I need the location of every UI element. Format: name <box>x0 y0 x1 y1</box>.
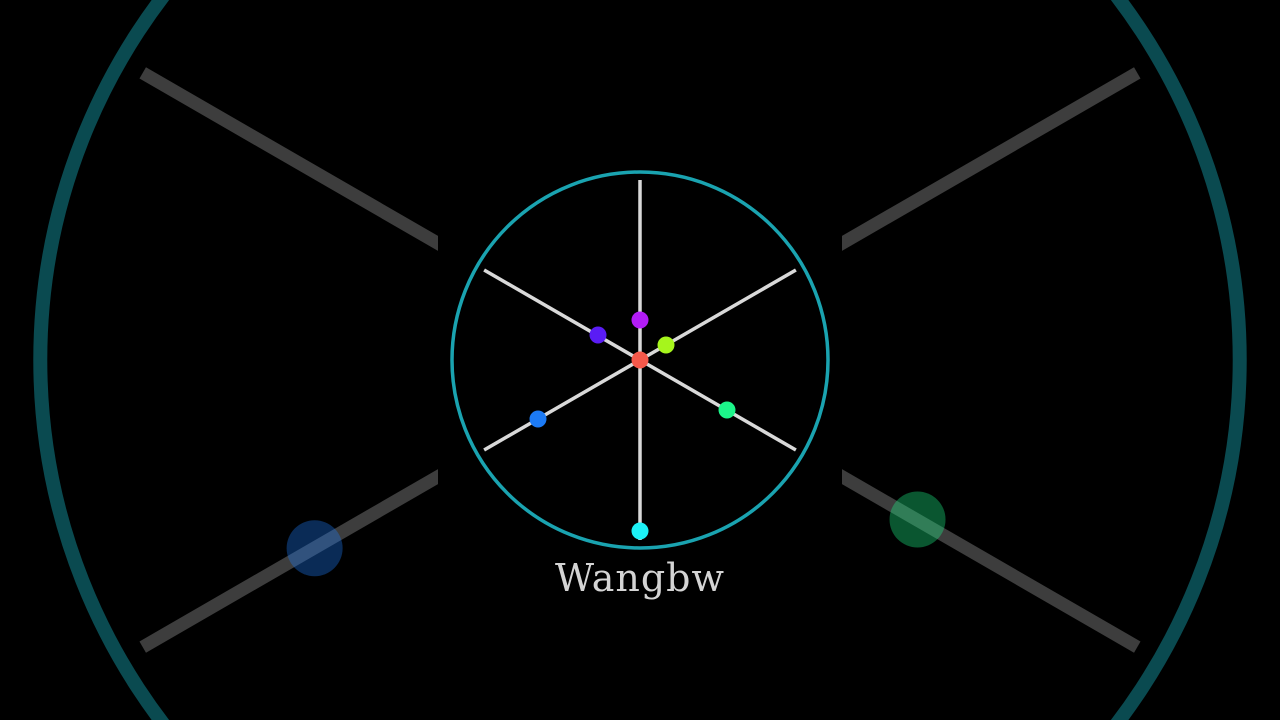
dot-green <box>718 401 736 419</box>
dot-blue <box>529 410 547 428</box>
dot-purple <box>631 311 649 329</box>
dot-green <box>889 491 946 548</box>
dot-indigo <box>478 252 535 309</box>
caption-label: Wangbw <box>554 556 726 600</box>
ring <box>33 0 1247 720</box>
main-diagram <box>450 170 830 550</box>
dot-center <box>631 351 649 369</box>
dot-blue <box>286 520 343 577</box>
dot-lime <box>657 336 675 354</box>
ring <box>450 170 830 550</box>
dot-cyan <box>631 522 649 540</box>
dot-indigo <box>589 326 607 344</box>
